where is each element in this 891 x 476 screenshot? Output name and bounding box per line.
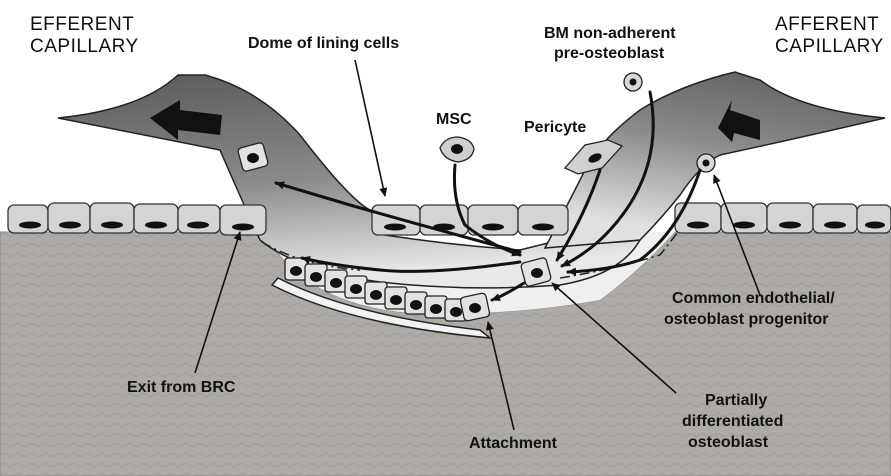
pericyte-label: Pericyte [524,119,586,136]
dome-label: Dome of lining cells [248,35,399,52]
lining-cells-right [675,203,891,233]
msc-label: MSC [436,111,472,128]
efferent-label-line2: CAPILLARY [30,36,139,57]
bm-pre-osteoblast-cell [624,73,642,91]
exit-label: Exit from BRC [127,379,236,396]
bm-label-line2: pre-osteoblast [554,45,665,62]
bm-label-line1: BM non-adherent [544,25,676,42]
afferent-label-line1: AFFERENT [775,14,879,35]
common-label-line1: Common endothelial/ [672,290,835,307]
partial-label-line3: osteoblast [688,434,769,451]
common-label-line2: osteoblast progenitor [664,311,828,328]
efferent-label-line1: EFFERENT [30,14,134,35]
attaching-osteoblast [460,293,490,322]
afferent-label-line2: CAPILLARY [775,36,884,57]
lining-cells-left [8,203,266,235]
partial-label-line1: Partially [705,392,767,409]
attachment-label: Attachment [469,435,558,452]
msc-cell [440,137,474,162]
partial-label-line2: differentiated [682,413,783,430]
